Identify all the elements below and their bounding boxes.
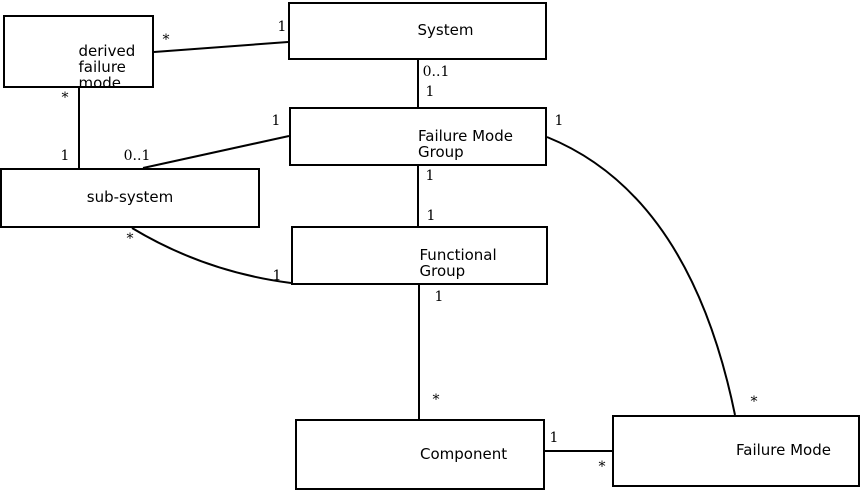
node-failure-mode-label: Failure Mode [736, 441, 831, 459]
multiplicity-component-fm-star: * [598, 459, 606, 475]
node-functional-group: Functional Group [291, 226, 548, 285]
multiplicity-fmg-failure-mode-one: 1 [554, 113, 564, 129]
node-functional-group-label: Functional Group [419, 245, 497, 280]
node-failure-mode: Failure Mode [612, 415, 860, 487]
node-sub-system: sub-system [0, 168, 260, 228]
multiplicity-system-fmg-one: 1 [425, 84, 435, 100]
multiplicity-dfm-subsystem-one: 1 [60, 148, 70, 164]
node-derived-failure-mode: derived failure mode [3, 15, 154, 92]
node-system: System [288, 2, 547, 60]
connector-subsystem-fmg [142, 135, 290, 169]
node-component: Component [295, 419, 545, 490]
multiplicity-subsystem-fg-one: 1 [272, 268, 282, 284]
connector-fmg-failure-mode [546, 136, 736, 416]
multiplicity-fmg-fg-one-upper: 1 [425, 168, 435, 184]
multiplicity-subsystem-fmg-zero-or-one: 0..1 [123, 148, 151, 164]
node-component-label: Component [420, 444, 508, 463]
multiplicity-system-fmg-zero-or-one: 0..1 [422, 64, 450, 80]
node-failure-mode-group-label: Failure Mode Group [418, 126, 513, 161]
multiplicity-dfm-subsystem-star: * [61, 90, 69, 106]
multiplicity-subsystem-fmg-one: 1 [271, 113, 281, 129]
connector-dfm-system [153, 41, 289, 53]
multiplicity-fg-component-one: 1 [434, 289, 444, 305]
connector-subsystem-fg [131, 227, 292, 284]
multiplicity-subsystem-fg-star: * [126, 231, 134, 247]
multiplicity-dfm-system-one: 1 [277, 19, 287, 35]
multiplicity-dfm-system-star: * [162, 32, 170, 48]
multiplicity-component-fm-one: 1 [549, 430, 559, 446]
multiplicity-fmg-failure-mode-star: * [750, 394, 758, 410]
node-sub-system-label: sub-system [86, 188, 174, 206]
node-failure-mode-group: Failure Mode Group [289, 107, 547, 166]
node-system-label: System [417, 21, 474, 39]
node-derived-failure-mode-label: derived failure mode [78, 41, 136, 92]
multiplicity-fg-component-star: * [432, 392, 440, 408]
multiplicity-fmg-fg-one-lower: 1 [426, 208, 436, 224]
